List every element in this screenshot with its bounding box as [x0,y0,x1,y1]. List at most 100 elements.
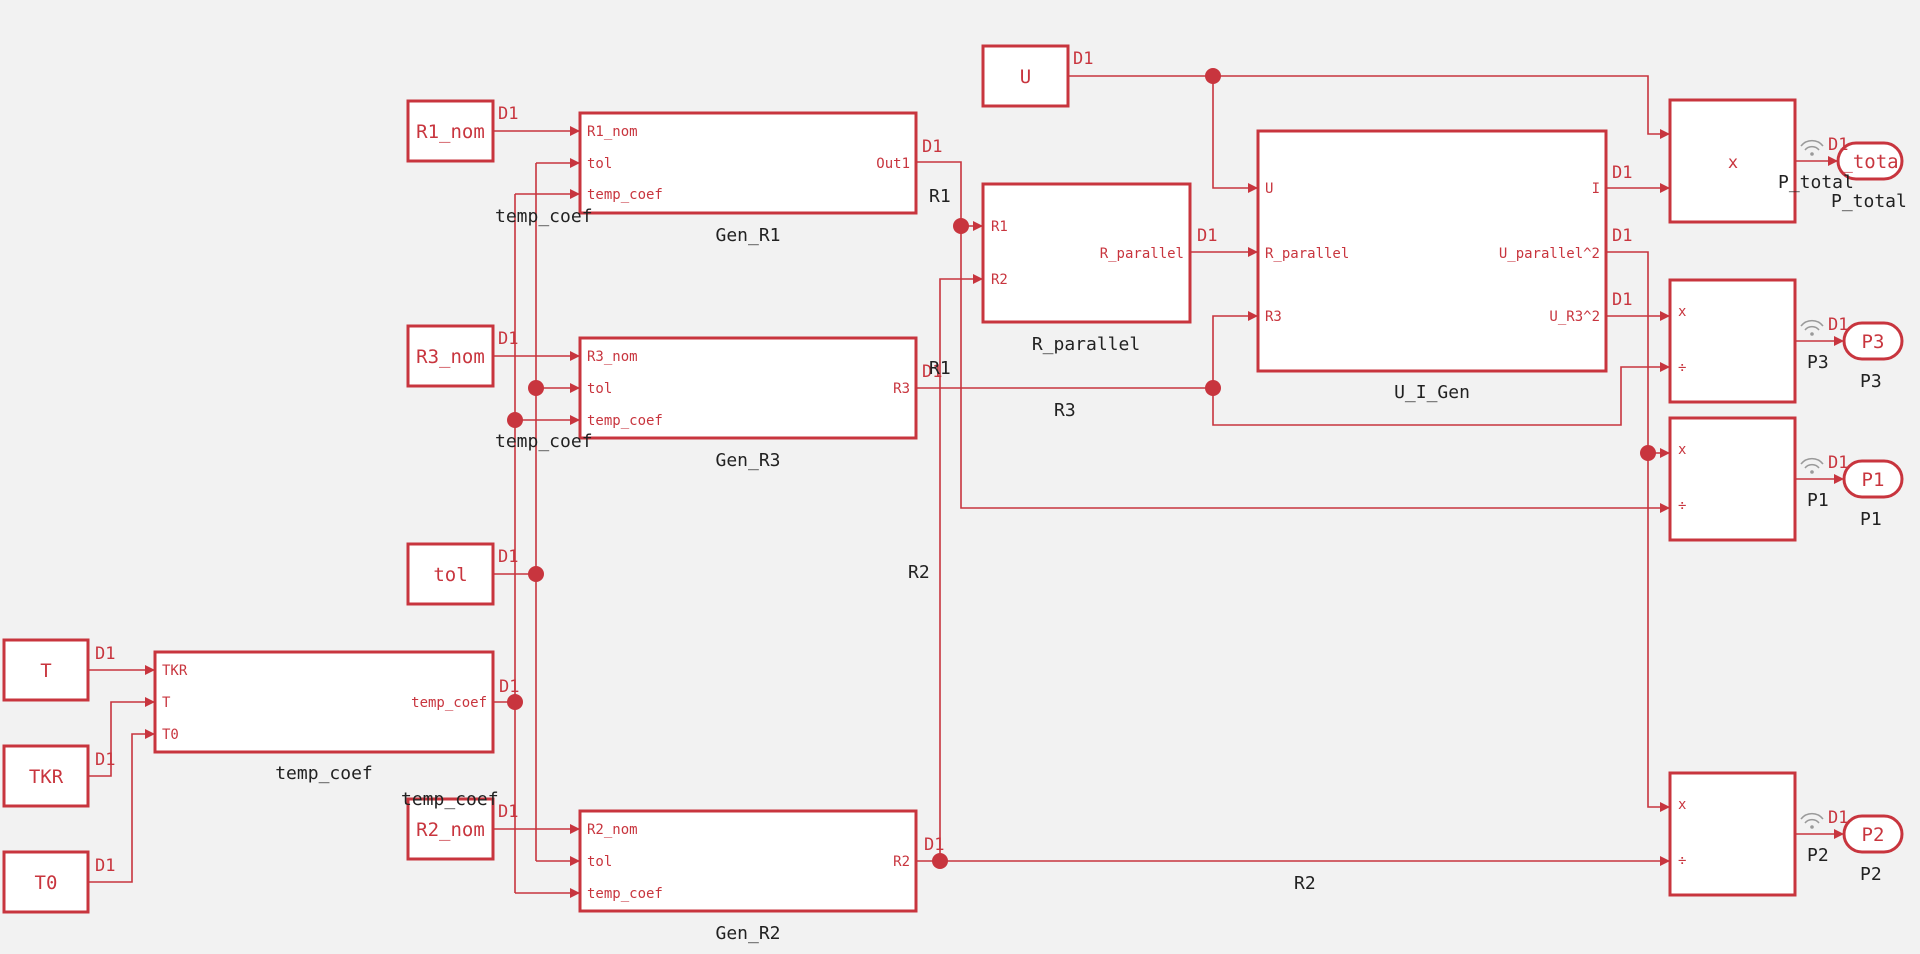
wire-u-to-uigen [1212,76,1258,189]
signal-label-r1-b: R1 [929,358,951,379]
constant-t0-label: T0 [35,872,58,894]
output-p-total-name: P_total [1831,191,1907,212]
junction-r1 [953,218,969,234]
subsystem-r-parallel[interactable]: R1 R2 R_parallel R_parallel D1 [981,182,1217,355]
port-i: I [1592,181,1600,197]
signal-label-r2-vertical: R2 [908,562,930,583]
constant-tol[interactable]: tol D1 [406,542,518,606]
junction-r2 [932,853,948,869]
wire-r1-out [916,161,1670,509]
constant-u-label: U [1020,66,1031,88]
arrowhead [1248,247,1258,257]
signal-type-p-total: D1 [1828,135,1848,155]
subsystem-gen-r2[interactable]: R2_nom tol temp_coef R2 Gen_R2 D1 [578,809,944,944]
port-r-parallel-out: R_parallel [1100,246,1184,262]
constant-u[interactable]: U D1 [981,44,1093,108]
port-t: T [162,695,171,711]
subsystem-temp-coef[interactable]: TKR T T0 temp_coef temp_coef D1 [153,650,519,784]
multiply-symbol: x [1678,442,1686,458]
output-p1-terminal: P1 [1862,469,1885,491]
signal-label-r1: R1 [929,186,951,207]
port-tol: tol [587,854,612,870]
signal-type-tol: D1 [498,547,518,567]
port-r2-nom: R2_nom [587,822,638,838]
port-temp-coef: temp_coef [587,413,663,429]
constant-tkr[interactable]: TKR D1 [2,744,115,808]
arrowhead [1660,183,1670,193]
signal-type-p1: D1 [1828,453,1848,473]
port-t0: T0 [162,727,179,743]
output-p-total-terminal: _tota [1841,151,1898,173]
output-p2[interactable]: P2 D1 P2 P2 [1800,808,1904,885]
constant-r3-nom-label: R3_nom [416,346,485,368]
constant-t0[interactable]: T0 D1 [2,850,115,914]
arrowhead [1834,829,1844,839]
wire-u-to-product [1068,75,1670,135]
signal-type-p3: D1 [1828,315,1848,335]
constant-r3-nom[interactable]: R3_nom D1 [406,324,518,388]
arrowhead [570,189,580,199]
divide-symbol: ÷ [1678,853,1686,869]
port-r-parallel: R_parallel [1265,246,1349,262]
signal-type-r-parallel: D1 [1197,226,1217,246]
subsystem-gen-r2-name: Gen_R2 [715,923,780,944]
wire-uparallel-out [1606,251,1670,808]
port-u-parallel-sq: U_parallel^2 [1499,246,1600,262]
output-p3[interactable]: P3 D1 P3 P3 [1800,315,1904,392]
wire-t0 [88,733,155,883]
arrowheads [145,126,1844,898]
divide-symbol: ÷ [1678,360,1686,376]
port-tkr: TKR [162,663,188,679]
constant-r1-nom-label: R1_nom [416,121,485,143]
output-p-total[interactable]: _tota D1 P_total P_total [1778,135,1907,212]
constant-r1-nom[interactable]: R1_nom D1 [406,99,518,163]
arrowhead [1660,362,1670,372]
output-p2-label: P2 [1807,845,1829,866]
subsystem-gen-r1[interactable]: R1_nom tol temp_coef Out1 Gen_R1 D1 [578,111,942,246]
junction-tempcoef [507,694,523,710]
product-p-total[interactable]: x [1668,98,1797,224]
port-temp-coef: temp_coef [587,187,663,203]
signal-type-t0: D1 [95,856,115,876]
subsystem-temp-coef-name: temp_coef [275,763,373,784]
port-temp-coef-out: temp_coef [411,695,487,711]
arrowhead [1660,129,1670,139]
multiply-symbol: x [1678,797,1686,813]
arrowhead [570,415,580,425]
arrowhead [1660,503,1670,513]
output-p-total-label: P_total [1778,172,1854,193]
constant-tkr-label: TKR [29,766,64,788]
subsystem-gen-r3[interactable]: R3_nom tol temp_coef R3 Gen_R3 D1 [578,336,942,471]
arrowhead [973,221,983,231]
arrowhead [570,888,580,898]
signal-type-t: D1 [95,644,115,664]
port-r1-nom: R1_nom [587,124,638,140]
signal-type-tkr: D1 [95,750,115,770]
arrowhead [1660,448,1670,458]
output-p1-label: P1 [1807,490,1829,511]
wire-r3-to-uigen [1212,315,1258,388]
subsystem-u-i-gen[interactable]: U R_parallel R3 I U_parallel^2 U_R3^2 U_… [1256,129,1632,403]
wire-r2-to-rparallel [939,278,983,861]
arrowhead [570,351,580,361]
constant-t[interactable]: T D1 [2,638,115,702]
output-p1[interactable]: P1 D1 P1 P1 [1800,453,1904,530]
arrowhead [1660,311,1670,321]
divide-p2[interactable]: x ÷ [1668,771,1797,897]
signal-type-gen-r1: D1 [922,137,942,157]
divide-p3[interactable]: x ÷ [1668,278,1797,404]
subsystem-r-parallel-name: R_parallel [1032,334,1140,355]
port-r1: R1 [991,219,1008,235]
arrowhead [1660,856,1670,866]
signal-icon [1800,812,1824,829]
junctions [507,68,1656,869]
junction-r3 [1205,380,1221,396]
port-out1: Out1 [876,156,910,172]
divide-p1[interactable]: x ÷ [1668,416,1797,542]
junction-uparallel [1640,445,1656,461]
subsystem-gen-r1-name: Gen_R1 [715,225,780,246]
port-r2: R2 [991,272,1008,288]
arrowhead [570,158,580,168]
constant-r2-nom[interactable]: R2_nom D1 [406,797,518,861]
arrowhead [973,274,983,284]
